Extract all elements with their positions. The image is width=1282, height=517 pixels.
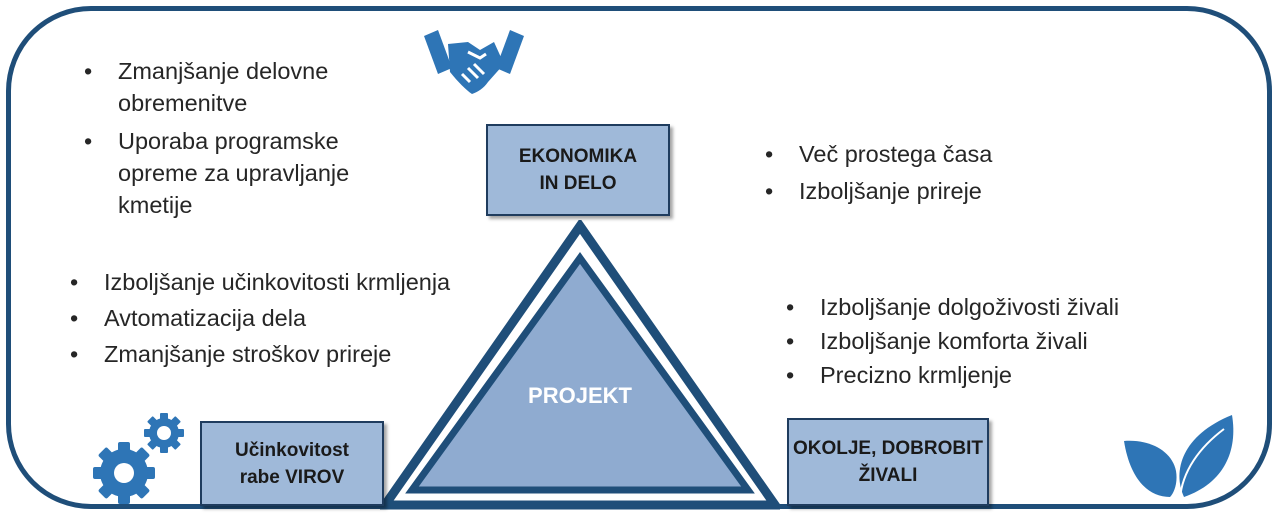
list-item: Izboljšanje dolgoživosti živali xyxy=(780,291,1280,323)
gears-icon xyxy=(93,413,184,504)
leaf-icon xyxy=(1124,415,1234,500)
list-item: Več prostega časa xyxy=(759,138,1089,170)
resources-box-label: Učinkovitost rabe VIROV xyxy=(234,439,350,488)
project-center-label: PROJEKT xyxy=(528,383,632,408)
economy-and-work-box: EKONOMIKA IN DELO xyxy=(486,124,670,216)
list-item: Izboljšanje učinkovitosti krmljenja xyxy=(64,266,484,298)
top-right-bullet-list: Več prostega časa Izboljšanje prireje xyxy=(759,138,1089,212)
environment-animal-welfare-box: OKOLJE, DOBROBIT ŽIVALI xyxy=(787,418,989,506)
economy-box-label: EKONOMIKA IN DELO xyxy=(518,146,638,194)
list-item: Izboljšanje komforta živali xyxy=(780,325,1280,357)
list-item: Zmanjšanje stroškov prireje xyxy=(64,338,484,370)
project-triangle xyxy=(380,220,780,510)
resource-efficiency-box: Učinkovitost rabe VIROV xyxy=(200,421,384,506)
list-item: Avtomatizacija dela xyxy=(64,302,484,334)
handshake-icon xyxy=(424,30,524,94)
list-item: Precizno krmljenje xyxy=(780,359,1280,391)
list-item: Zmanjšanje delovne obremenitve xyxy=(78,55,408,119)
mid-left-bullet-list: Izboljšanje učinkovitosti krmljenja Avto… xyxy=(64,266,484,374)
mid-right-bullet-list: Izboljšanje dolgoživosti živali Izboljša… xyxy=(780,291,1280,393)
list-item: Uporaba programske opreme za upravljanje… xyxy=(78,125,408,221)
top-left-bullet-list: Zmanjšanje delovne obremenitve Uporaba p… xyxy=(78,55,408,227)
environment-box-label: OKOLJE, DOBROBIT ŽIVALI xyxy=(792,438,983,486)
list-item: Izboljšanje prireje xyxy=(759,175,1089,207)
